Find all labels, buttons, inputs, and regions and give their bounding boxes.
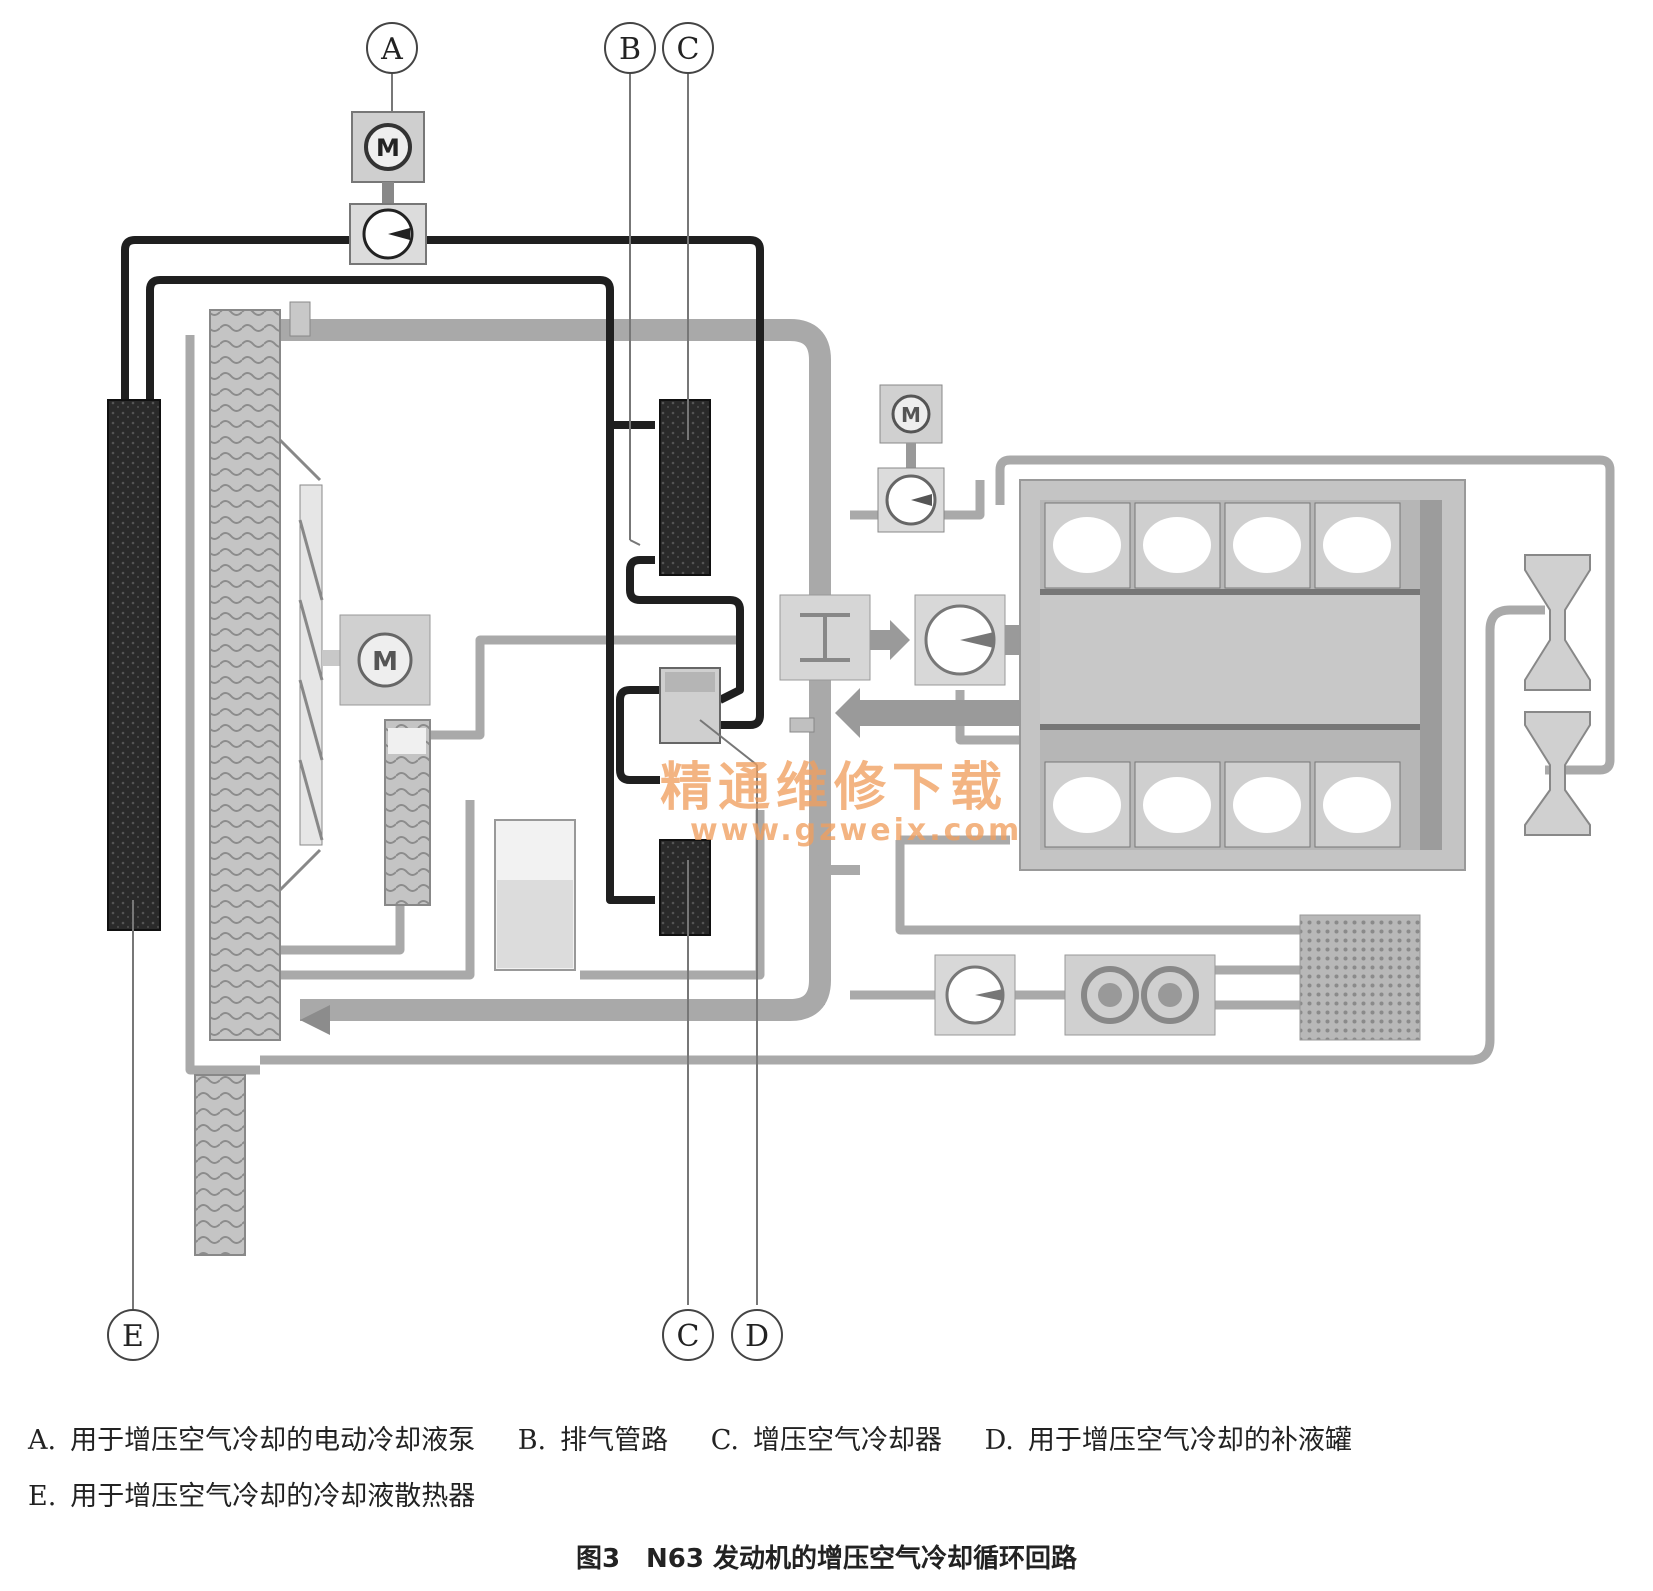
- svg-text:C: C: [677, 32, 700, 67]
- turbochargers: [1524, 554, 1591, 836]
- electric-fan: [278, 438, 342, 892]
- legend-text-d: 用于增压空气冷却的补液罐: [1027, 1425, 1352, 1456]
- callout-c-top: C: [662, 22, 714, 74]
- heater-core: [1299, 914, 1421, 1041]
- mechanical-coolant-pump: [914, 594, 1006, 686]
- fan-motor: M: [339, 614, 431, 706]
- svg-text:D: D: [745, 1319, 769, 1354]
- radiator-outlet-pipe: [194, 1074, 246, 1256]
- engine-pump: M: [877, 384, 945, 533]
- electric-coolant-pump: M: [349, 111, 427, 265]
- ht-radiator: [107, 399, 161, 931]
- svg-text:E: E: [122, 1319, 144, 1354]
- auxiliary-pump: [934, 954, 1016, 1036]
- fan-motor-symbol: M: [372, 647, 398, 677]
- legend-text-e: 用于增压空气冷却的冷却液散热器: [70, 1481, 476, 1512]
- leader-lines: [132, 73, 758, 1310]
- legend-text-c: 增压空气冷却器: [753, 1425, 942, 1456]
- svg-text:A: A: [380, 32, 403, 67]
- watermark-cn: 精通维修下载: [660, 757, 1008, 818]
- callout-a: A: [366, 22, 418, 74]
- low-temp-radiator: [209, 309, 281, 1041]
- callout-e: E: [107, 1309, 159, 1361]
- legend-row-2: E. 用于增压空气冷却的冷却液散热器: [28, 1474, 509, 1513]
- callout-c-bottom: C: [662, 1309, 714, 1361]
- return-arrow-icon: [300, 1005, 330, 1035]
- watermark: 精通维修下载 www.gzweix.com: [660, 757, 1022, 848]
- thermostat: [779, 594, 871, 681]
- sensor: [789, 717, 815, 733]
- figure-caption: 图3 N63 发动机的增压空气冷却循环回路: [575, 1544, 1078, 1574]
- engine-pump-motor-symbol: M: [901, 403, 921, 427]
- cylinder-bank-lower: [1044, 761, 1401, 848]
- legend-key-a: A.: [28, 1425, 57, 1456]
- cylinder-bank-upper: [1044, 502, 1401, 589]
- lt-expansion-tank: [494, 819, 576, 971]
- dark-coolant-pipes: [121, 236, 764, 904]
- legend-key-e: E.: [28, 1481, 57, 1512]
- legend-key-b: B.: [517, 1425, 547, 1456]
- svg-text:C: C: [677, 1319, 700, 1354]
- pump-motor-symbol: M: [376, 134, 400, 162]
- watermark-url: www.gzweix.com: [690, 813, 1022, 848]
- heater-valve: [1064, 954, 1216, 1036]
- legend-key-c: C.: [710, 1425, 739, 1456]
- callout-b: B: [604, 22, 656, 74]
- legend-key-d: D.: [984, 1425, 1014, 1456]
- legend-text-b: 排气管路: [560, 1425, 669, 1456]
- cooling-circuit-diagram: M M M: [107, 22, 1615, 1361]
- engine-block: [1019, 479, 1466, 871]
- charge-air-cooler-top: [659, 399, 711, 576]
- svg-text:B: B: [619, 32, 641, 67]
- legend-row-1: A. 用于增压空气冷却的电动冷却液泵 B. 排气管路 C. 增压空气冷却器 D. 用于增…: [28, 1418, 1386, 1457]
- callout-d: D: [731, 1309, 783, 1361]
- charge-air-cooler-bottom: [659, 839, 711, 936]
- radiator-cap: [289, 301, 311, 337]
- legend-text-a: 用于增压空气冷却的电动冷却液泵: [70, 1425, 476, 1456]
